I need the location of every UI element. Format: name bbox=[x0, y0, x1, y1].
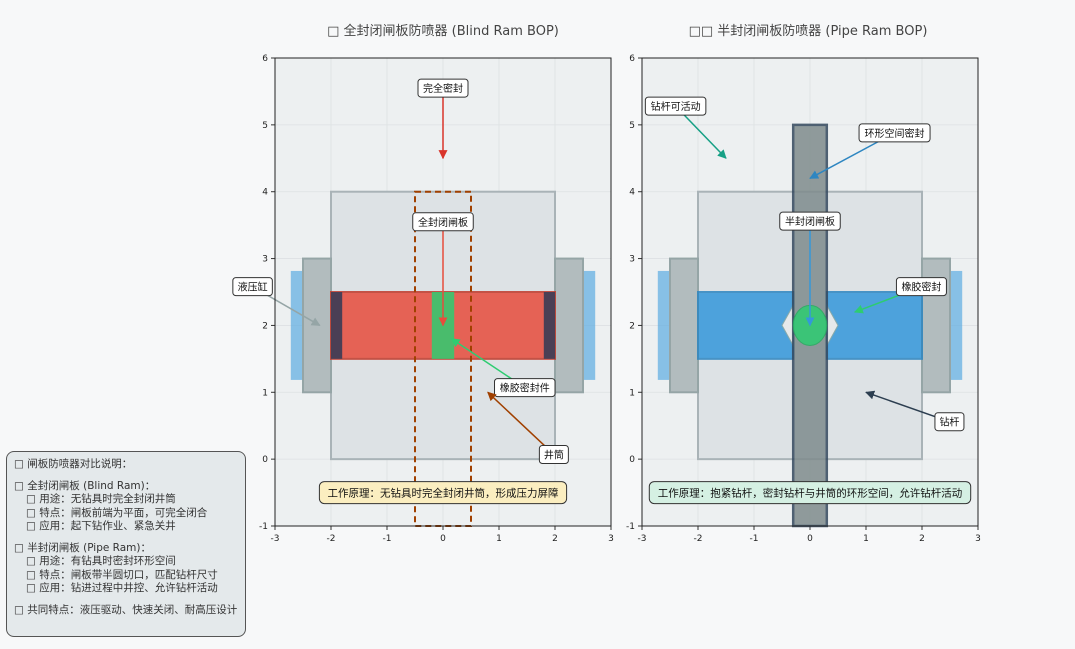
x-tick-label: 0 bbox=[807, 534, 813, 544]
ann-drill-pipe-label: 钻杆 bbox=[939, 416, 959, 429]
legend-blind-item: □ 用途：无钻具时完全封闭井筒 bbox=[26, 493, 176, 505]
x-tick-label: -2 bbox=[327, 534, 336, 544]
y-tick-label: 1 bbox=[262, 388, 268, 398]
ann-cylinder-box bbox=[232, 277, 273, 297]
ann-movable-box bbox=[644, 96, 707, 116]
x-tick-label: 1 bbox=[863, 534, 869, 544]
ann-full-seal-label: 完全密封 bbox=[423, 82, 463, 95]
hydraulic-cylinder bbox=[669, 257, 699, 394]
y-tick-label: 6 bbox=[262, 54, 268, 64]
legend-blind-item: □ 应用：起下钻作业、紧急关井 bbox=[26, 520, 176, 532]
ram-end bbox=[331, 292, 343, 359]
y-tick-label: 5 bbox=[262, 121, 268, 131]
hydraulic-piston bbox=[290, 270, 304, 380]
axes-frame bbox=[274, 57, 612, 527]
ann-full-seal-box bbox=[417, 78, 469, 98]
y-tick-label: 3 bbox=[262, 255, 268, 265]
left-axes: -3 -2 -1 0 1 2 3 -1 0 1 2 3 4 5 6 完全密封全封闭闸板液压缸橡胶密封件井筒工作… bbox=[232, 54, 614, 544]
legend-blind-head: □ 全封闭闸板 (Blind Ram)： bbox=[14, 479, 156, 492]
y-tick-label: 4 bbox=[262, 188, 268, 198]
hydraulic-piston bbox=[949, 270, 963, 380]
x-tick-label: 2 bbox=[919, 534, 925, 544]
ann-annular-label: 环形空间密封 bbox=[865, 127, 925, 140]
x-tick-label: 1 bbox=[496, 534, 502, 544]
x-tick-label: -3 bbox=[638, 534, 647, 544]
y-tick-label: 5 bbox=[629, 121, 635, 131]
hydraulic-cylinder bbox=[302, 257, 332, 394]
y-tick-label: 2 bbox=[629, 321, 635, 331]
wellbore bbox=[414, 190, 472, 527]
right-principle-box bbox=[648, 481, 972, 505]
y-tick-label: 0 bbox=[629, 455, 635, 465]
y-tick-label: -1 bbox=[259, 522, 268, 532]
x-tick-label: -1 bbox=[383, 534, 392, 544]
ann-movable-label: 钻杆可活动 bbox=[651, 100, 701, 113]
ann-pipe-ram-box bbox=[779, 211, 841, 231]
ann-blind-ram-box bbox=[412, 212, 474, 232]
legend-box: □ 闸板防喷器对比说明： □ 全封闭闸板 (Blind Ram)： □ 用途：无… bbox=[6, 451, 246, 637]
right-axes: -3 -2 -1 0 1 2 3 -1 0 1 2 3 4 5 6 钻杆可活动环形空间密封半封闭闸板橡胶密封钻… bbox=[626, 54, 981, 544]
y-tick-label: 0 bbox=[262, 455, 268, 465]
left-title: □ 全封闭闸板防喷器 (Blind Ram BOP) bbox=[327, 24, 559, 39]
x-tick-label: -1 bbox=[750, 534, 759, 544]
ann-annular-box bbox=[858, 123, 931, 143]
hydraulic-cylinder bbox=[554, 257, 584, 394]
ann-rubber-box bbox=[494, 378, 556, 398]
ann-wellbore-label: 井筒 bbox=[544, 448, 564, 461]
right-principle-text: 工作原理：抱紧钻杆，密封钻杆与井筒的环形空间，允许钻杆活动 bbox=[658, 487, 963, 500]
ann-rubber-label: 橡胶密封件 bbox=[500, 382, 550, 395]
y-tick-label: 3 bbox=[629, 255, 635, 265]
pipe-ram-right bbox=[825, 291, 923, 360]
ann-pipe-ram-label: 半封闭闸板 bbox=[785, 215, 835, 228]
legend-blind-item: □ 特点：闸板前端为平面，可完全闭合 bbox=[26, 506, 208, 519]
ann-rubber-box bbox=[895, 277, 947, 297]
y-tick-label: 6 bbox=[629, 54, 635, 64]
legend-pipe-item: □ 特点：闸板带半圆切口，匹配钻杆尺寸 bbox=[26, 568, 218, 581]
left-principle-text: 工作原理：无钻具时完全封闭井筒，形成压力屏障 bbox=[328, 487, 559, 500]
x-tick-label: 3 bbox=[975, 534, 981, 544]
x-tick-label: 0 bbox=[440, 534, 446, 544]
legend-pipe-item: □ 用途：有钻具时密封环形空间 bbox=[26, 555, 176, 567]
hydraulic-piston bbox=[582, 270, 596, 380]
right-title: □□ 半封闭闸板防喷器 (Pipe Ram BOP) bbox=[688, 24, 928, 39]
x-tick-label: 2 bbox=[552, 534, 558, 544]
legend-common: □ 共同特点：液压驱动、快速关闭、耐高压设计 bbox=[14, 603, 238, 616]
y-tick-label: 1 bbox=[629, 388, 635, 398]
ann-cylinder-label: 液压缸 bbox=[238, 281, 268, 294]
ann-drill-pipe-box bbox=[934, 412, 965, 432]
x-tick-label: -3 bbox=[271, 534, 280, 544]
ann-blind-ram-label: 全封闭闸板 bbox=[418, 216, 468, 229]
legend-title: □ 闸板防喷器对比说明： bbox=[14, 458, 133, 470]
y-tick-label: 2 bbox=[262, 321, 268, 331]
x-tick-label: -2 bbox=[694, 534, 703, 544]
ann-wellbore-arrow bbox=[487, 391, 555, 456]
pipe-ram-left bbox=[697, 291, 795, 360]
ann-wellbore-box bbox=[538, 444, 569, 464]
ram-end bbox=[543, 292, 555, 359]
legend-pipe-item: □ 应用：钻进过程中井控、允许钻杆活动 bbox=[26, 582, 218, 594]
axes-frame bbox=[641, 57, 979, 527]
hydraulic-piston bbox=[657, 270, 671, 380]
x-tick-label: 3 bbox=[608, 534, 614, 544]
ann-rubber-label: 橡胶密封 bbox=[901, 281, 941, 294]
y-tick-label: 4 bbox=[629, 188, 635, 198]
legend-pipe-head: □ 半封闭闸板 (Pipe Ram)： bbox=[14, 541, 151, 554]
left-principle-box bbox=[318, 481, 568, 505]
y-tick-label: -1 bbox=[626, 522, 635, 532]
